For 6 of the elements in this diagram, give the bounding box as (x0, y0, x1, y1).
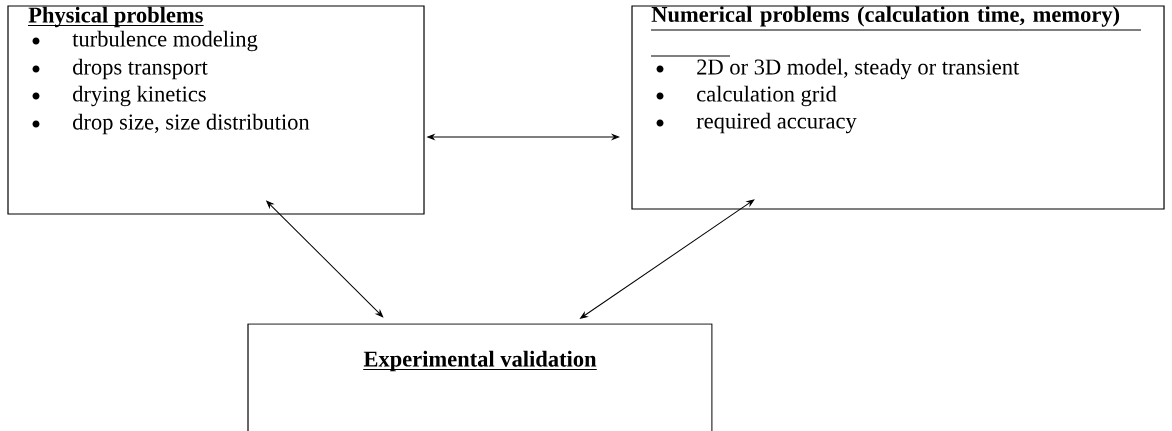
double-arrow (580, 199, 755, 319)
text-box: Experimental validation (247, 323, 713, 431)
double-arrow (266, 200, 384, 318)
double-arrow (427, 134, 620, 140)
text-box: Physical problems turbulence modeling drops transport drying kinetics drop size, size distribution (7, 5, 425, 215)
text-box: Numerical problems (calculation time, memory) 2D or 3D model, steady or transient calculation grid required accuracy (631, 5, 1165, 210)
